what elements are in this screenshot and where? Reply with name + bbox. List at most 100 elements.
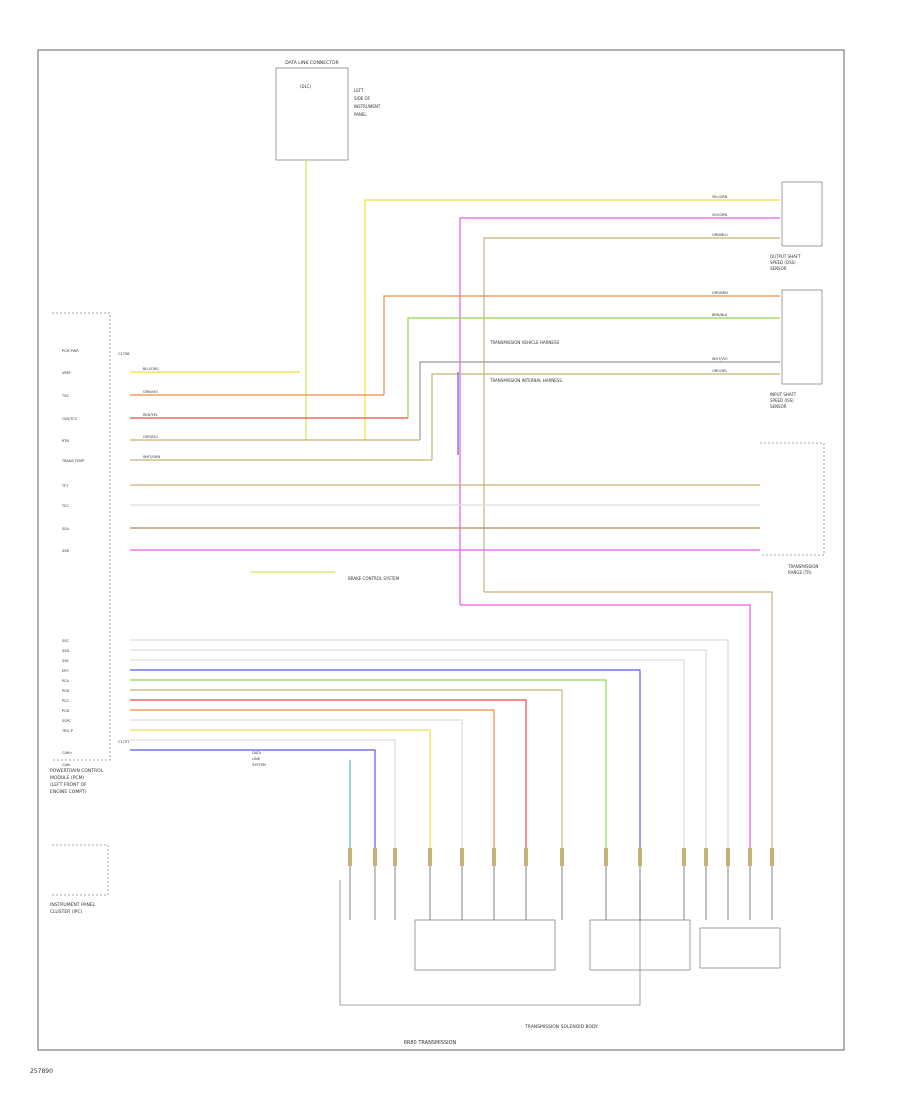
data-bus-note-3: SYSTEM	[252, 763, 266, 767]
wire-green-mid	[407, 317, 780, 418]
wire-magenta-right	[460, 604, 751, 850]
connector-stubs	[348, 848, 774, 920]
wire-label-10: RED/YEL	[143, 413, 158, 417]
brake-system-note: BRAKE CONTROL SYSTEM	[348, 576, 400, 581]
pin-label-20: TRO-P	[61, 729, 73, 733]
connector-stub	[348, 848, 352, 866]
transmission-range-sensor: TRANSMISSION RANGE (TR)	[760, 442, 825, 575]
bus-wire-6	[130, 689, 563, 850]
pcm-module: POWERTRAIN CONTROL MODULE (PCM) (LEFT FR…	[50, 312, 130, 795]
connector-stub	[638, 848, 642, 866]
wire-tan-right	[484, 591, 773, 850]
pin-label-18: PCD	[62, 709, 70, 713]
iss-label-1: INPUT SHAFT	[770, 392, 797, 397]
oss-label-2: SPEED (OSS)	[770, 260, 796, 265]
connector-stub	[770, 848, 774, 866]
pin-label-15: PCA	[62, 679, 70, 683]
data-bus-note-1: DATA	[252, 751, 262, 755]
pin-label-21: CAN+	[62, 751, 72, 755]
wire-label-9: GRN/VIO	[143, 390, 158, 394]
wire-tan-top	[483, 237, 780, 592]
pin-label-22: CAN-	[62, 763, 71, 767]
connector-stub	[492, 848, 496, 866]
bus-wire-2	[130, 649, 707, 850]
pin-label-16: PCB	[62, 689, 70, 693]
pin-label-14: EPC	[62, 669, 69, 673]
tr-label-2: RANGE (TR)	[788, 570, 812, 575]
bus-wire-12	[130, 749, 376, 850]
pcm-label-4: ENGINE COMPT)	[50, 789, 87, 795]
bus-wire-11	[130, 739, 396, 850]
wire-label-5: BRN/BLU	[712, 313, 728, 317]
wire-label-2: VIO/GRN	[712, 213, 728, 217]
pin-label-10: SSB	[62, 549, 69, 553]
pcm-label-2: MODULE (PCM)	[50, 775, 84, 781]
wire-gray-mid	[419, 361, 780, 440]
dlc-note-3: INSTRUMENT	[354, 104, 381, 109]
pin-label-4: OSS/TCC	[62, 417, 78, 421]
pin-label-5: RTN	[62, 439, 69, 443]
dlc-note-4: PANEL	[354, 112, 367, 117]
wire-label-12: WHT/GRN	[143, 455, 161, 459]
annotations: TRANSMISSION VEHICLE HARNESS TRANSMISSIO…	[252, 340, 562, 767]
wire-yellow-top	[364, 199, 780, 440]
pcm-connector-b: C175T	[118, 740, 130, 744]
bus-wire-7	[130, 699, 527, 850]
wire-labels: YEL/GRN VIO/GRN GRN/BLU GRY/BRN BRN/BLU …	[143, 195, 728, 459]
pcm-pin-labels: PCM PWR VREF TSS OSS/TCC RTN TRANS TEMP …	[61, 349, 84, 767]
bus-wire-8	[130, 709, 495, 850]
bus-wire-9	[130, 719, 463, 850]
solenoid-block: TRANSMISSION SOLENOID BODY	[339, 880, 781, 1030]
wire-label-1: YEL/GRN	[712, 195, 728, 199]
connector-stub	[748, 848, 752, 866]
connector-stub	[682, 848, 686, 866]
pcm-label-1: POWERTRAIN CONTROL	[50, 768, 104, 774]
ipc-label-1: INSTRUMENT PANEL	[50, 902, 96, 908]
connector-stub	[373, 848, 377, 866]
pin-label-3: TSS	[61, 394, 69, 398]
connector-stub	[704, 848, 708, 866]
wiring-harness	[130, 160, 780, 850]
connector-stub	[393, 848, 397, 866]
wire-label-3: GRN/BLU	[712, 233, 728, 237]
input-shaft-speed-sensor: INPUT SHAFT SPEED (ISS) SENSOR	[770, 289, 823, 409]
pin-label-17: PCC	[62, 699, 70, 703]
iss-label-3: SENSOR	[770, 404, 787, 409]
data-link-connector: DATA LINK CONNECTOR (DLC) LEFT SIDE OF I…	[275, 60, 381, 161]
bus-wire-4	[130, 669, 641, 850]
solenoid-block-label: TRANSMISSION SOLENOID BODY	[524, 1024, 598, 1030]
pin-label-7: TFT	[61, 484, 69, 488]
oss-label-3: SENSOR	[770, 266, 787, 271]
wire-label-4: GRY/BRN	[712, 291, 728, 295]
connector-stub	[524, 848, 528, 866]
pin-label-13: SSE	[62, 659, 69, 663]
pin-label-12: SSD	[62, 649, 69, 653]
ipc-module: INSTRUMENT PANEL CLUSTER (IPC)	[50, 844, 109, 915]
pin-label-1: PCM PWR	[62, 349, 79, 353]
iss-label-2: SPEED (ISS)	[770, 398, 794, 403]
bus-wire-1	[130, 639, 729, 850]
dlc-note-1: LEFT	[354, 88, 364, 93]
pin-label-11: SSC	[62, 639, 69, 643]
pin-label-6: TRANS TEMP	[61, 459, 84, 463]
dlc-title: DATA LINK CONNECTOR	[285, 60, 338, 66]
dlc-subtitle: (DLC)	[300, 84, 312, 89]
connector-stub	[604, 848, 608, 866]
wire-orange-mid	[383, 295, 780, 395]
pcm-label-3: (LEFT FRONT OF	[50, 782, 87, 788]
wire-label-11: GRY/BLU	[143, 435, 158, 439]
ipc-label-2: CLUSTER (IPC)	[50, 909, 83, 915]
connector-stub	[428, 848, 432, 866]
pin-label-2: VREF	[62, 371, 71, 375]
pin-label-9: SSA	[62, 527, 70, 531]
connector-stub	[560, 848, 564, 866]
bus-wire-10	[130, 729, 431, 850]
pcm-connector-a: C175B	[118, 352, 130, 356]
bus-wire-3	[130, 659, 685, 850]
dlc-note-2: SIDE OF	[354, 96, 371, 101]
diagram-border	[37, 49, 845, 1051]
pin-label-8: TCC	[61, 504, 69, 508]
pin-label-19: SSPC	[62, 719, 72, 723]
wire-label-6: WHT/VIO	[712, 357, 728, 361]
